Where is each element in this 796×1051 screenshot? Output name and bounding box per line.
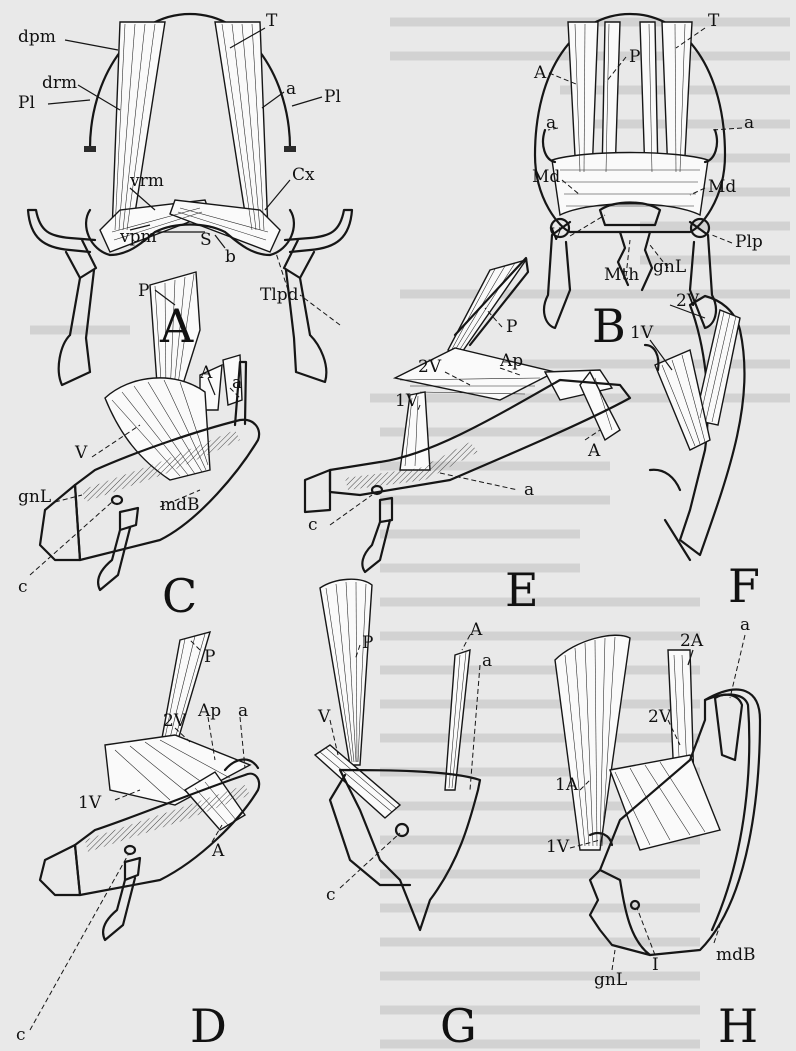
label-1v: 1V: [395, 391, 419, 411]
label-v: V: [74, 443, 88, 463]
label-mdb: mdB: [160, 495, 200, 515]
dorsal-muscle-right: [215, 22, 268, 232]
label-2v: 2V: [676, 291, 700, 311]
panel-letter-h: H: [718, 999, 758, 1051]
label-ap: Ap: [197, 701, 221, 721]
label-2v: 2V: [648, 707, 672, 727]
label-t: T: [708, 11, 720, 31]
label-vrm: vrm: [129, 171, 164, 191]
label-v: V: [317, 707, 331, 727]
panel-e: [305, 258, 630, 572]
label-plp: Plp: [735, 232, 763, 252]
label-a: a: [238, 701, 248, 721]
label-ap: Ap: [499, 351, 523, 371]
panel-letter-c: C: [162, 569, 197, 623]
label-p: P: [506, 317, 517, 337]
label-a: a: [482, 651, 492, 671]
label-2v: 2V: [418, 357, 442, 377]
label-pl-left: Pl: [18, 93, 35, 113]
label-a: a: [524, 480, 534, 500]
label-anterior: A: [587, 441, 601, 461]
leg-left: [28, 210, 96, 385]
label-anterior: A: [469, 620, 483, 640]
panel-d: [40, 632, 259, 940]
label-p: P: [204, 647, 215, 667]
posterior-muscle-g: [320, 579, 372, 765]
label-mdb: mdB: [716, 945, 756, 965]
label-gnl: gnL: [653, 257, 686, 277]
label-vpm: vpm: [119, 227, 157, 247]
label-anterior: A: [199, 363, 213, 383]
label-i: I: [652, 955, 659, 975]
label-gnl: gnL: [18, 487, 51, 507]
label-c: c: [18, 577, 28, 597]
label-pl-right: Pl: [324, 87, 341, 107]
label-drm: drm: [42, 73, 77, 93]
label-2v: 2V: [163, 711, 187, 731]
panel-letter-e: E: [505, 563, 539, 617]
posterior-muscle-e: [448, 260, 526, 355]
panel-letter-f: F: [728, 559, 760, 613]
label-p: P: [138, 281, 149, 301]
label-a-right: a: [744, 113, 754, 133]
label-md-right: Md: [708, 177, 736, 197]
label-anterior: A: [533, 63, 547, 83]
panel-letter-g: G: [440, 999, 477, 1051]
panel-letter-a: A: [159, 299, 194, 353]
label-a: a: [286, 79, 296, 99]
label-1v: 1V: [78, 793, 102, 813]
panel-f: [645, 296, 744, 560]
label-mth: Mth: [604, 265, 639, 285]
label-dpm: dpm: [18, 27, 56, 47]
label-anterior: A: [211, 841, 225, 861]
label-posterior: P: [629, 47, 640, 67]
label-s: S: [200, 230, 212, 250]
label-c: c: [16, 1025, 26, 1045]
panel-letter-d: D: [190, 999, 227, 1051]
label-1a: 1A: [555, 775, 579, 795]
panel-letter-b: B: [592, 299, 626, 353]
label-t: T: [266, 11, 278, 31]
label-gnl: gnL: [594, 970, 627, 990]
label-p: P: [362, 633, 373, 653]
label-a: a: [232, 373, 242, 393]
label-2a: 2A: [680, 631, 704, 651]
label-cx: Cx: [292, 165, 315, 185]
label-v: V: [549, 225, 563, 245]
label-a: a: [740, 615, 750, 635]
label-b: b: [225, 247, 236, 267]
label-md-left: Md: [532, 167, 560, 187]
label-c: c: [326, 885, 336, 905]
label-1v: 1V: [630, 323, 654, 343]
label-c: c: [308, 515, 318, 535]
label-a-left: a: [546, 113, 556, 133]
label-1v: 1V: [546, 837, 570, 857]
palp-right: [690, 222, 716, 328]
label-tlpd: Tlpd: [260, 285, 299, 305]
